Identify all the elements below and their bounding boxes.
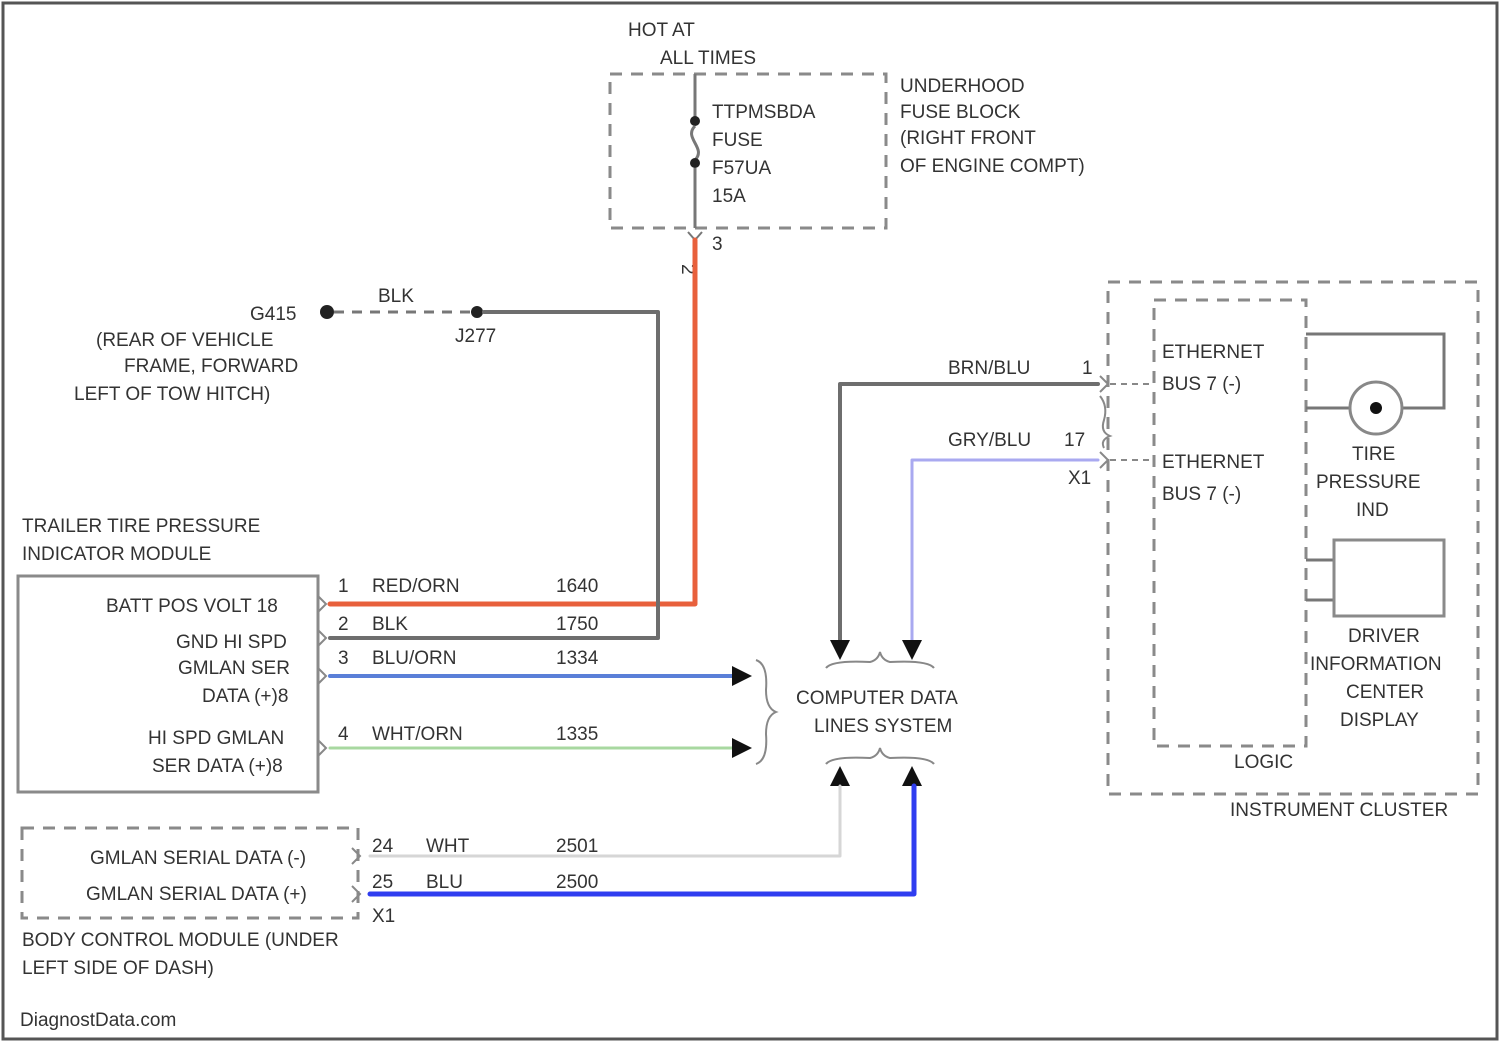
ethernet-2-label-1: ETHERNET bbox=[1162, 452, 1265, 473]
gry-blu-color: GRY/BLU bbox=[948, 430, 1031, 451]
wire-brn-blu bbox=[840, 384, 1098, 640]
brn-blu-color: BRN/BLU bbox=[948, 358, 1030, 379]
data-lines-label-2: LINES SYSTEM bbox=[814, 716, 952, 737]
fuse-block-outline bbox=[610, 74, 886, 228]
fuse-label-3: F57UA bbox=[712, 158, 771, 179]
ground-splice-id: J277 bbox=[455, 326, 496, 347]
dic-label-1: DRIVER bbox=[1348, 626, 1420, 647]
arrow-blu bbox=[902, 766, 922, 786]
ground-splice bbox=[471, 306, 483, 318]
ground-location-1: (REAR OF VEHICLE bbox=[96, 330, 273, 351]
bcm-line-1: GMLAN SERIAL DATA (-) bbox=[90, 848, 306, 869]
bcm-connector: X1 bbox=[372, 906, 395, 927]
circuit-2-color: BLK bbox=[372, 614, 408, 635]
bcm-pin-2: 25 bbox=[372, 872, 393, 893]
data-lines-brace-bottom bbox=[826, 748, 934, 764]
arrow-gry-blu bbox=[902, 640, 922, 660]
fuse-label-2: FUSE bbox=[712, 130, 763, 151]
trailer-pin-label-3: GMLAN SER bbox=[178, 658, 290, 679]
tire-label-2: PRESSURE bbox=[1316, 472, 1421, 493]
data-lines-label-1: COMPUTER DATA bbox=[796, 688, 958, 709]
circuit-3-pin: 3 bbox=[338, 648, 349, 669]
circuit-2-pin: 2 bbox=[338, 614, 349, 635]
dic-label-2: INFORMATION bbox=[1310, 654, 1442, 675]
circuit-4-num: 1335 bbox=[556, 724, 598, 745]
ground-point bbox=[320, 305, 334, 319]
fuse-block-label-2: FUSE BLOCK bbox=[900, 102, 1021, 123]
trailer-pin-label-4: DATA (+)8 bbox=[202, 686, 288, 707]
brn-blu-pin: 1 bbox=[1082, 358, 1093, 379]
trailer-module-title-2: INDICATOR MODULE bbox=[22, 544, 211, 565]
fuse-pin-right: 3 bbox=[712, 234, 723, 255]
tire-indicator-center bbox=[1370, 402, 1382, 414]
bcm-location-2: LEFT SIDE OF DASH) bbox=[22, 958, 214, 979]
fuse-terminal-bottom bbox=[690, 158, 700, 168]
tire-label-3: IND bbox=[1356, 500, 1389, 521]
ground-location-2: FRAME, FORWARD bbox=[124, 356, 298, 377]
circuit-3-num: 1334 bbox=[556, 648, 599, 669]
bcm-wire-num-2: 2500 bbox=[556, 872, 598, 893]
bcm-pin-1: 24 bbox=[372, 836, 394, 857]
bcm-wire-color-2: BLU bbox=[426, 872, 463, 893]
ethernet-1-label-1: ETHERNET bbox=[1162, 342, 1265, 363]
trailer-module-title-1: TRAILER TIRE PRESSURE bbox=[22, 516, 260, 537]
dic-display-box bbox=[1334, 540, 1444, 616]
gry-blu-connector: X1 bbox=[1068, 468, 1091, 489]
fuse-terminal-top bbox=[690, 116, 700, 126]
cluster-logic-outline bbox=[1154, 300, 1306, 746]
watermark: DiagnostData.com bbox=[20, 1010, 176, 1031]
arrow-brn-blu bbox=[830, 640, 850, 660]
gry-blu-pin: 17 bbox=[1064, 430, 1085, 451]
trailer-pin-label-5: HI SPD GMLAN bbox=[148, 728, 284, 749]
circuit-4-color: WHT/ORN bbox=[372, 724, 463, 745]
arrow-blu-orn bbox=[732, 666, 752, 686]
cluster-logic-label: LOGIC bbox=[1234, 752, 1293, 773]
ground-location-3: LEFT OF TOW HITCH) bbox=[74, 384, 270, 405]
fuse-block-label-3: (RIGHT FRONT bbox=[900, 128, 1036, 149]
dic-label-3: CENTER bbox=[1346, 682, 1424, 703]
circuit-2-num: 1750 bbox=[556, 614, 598, 635]
trailer-pin-label-1: BATT POS VOLT 18 bbox=[106, 596, 278, 617]
trailer-pin-label-2: GND HI SPD bbox=[176, 632, 287, 653]
data-lines-brace-left bbox=[756, 660, 776, 764]
dic-wire bbox=[1306, 560, 1334, 600]
ethernet-2-label-2: BUS 7 (-) bbox=[1162, 484, 1241, 505]
fuse-label-1: TTPMSBDA bbox=[712, 102, 816, 123]
bcm-location-1: BODY CONTROL MODULE (UNDER bbox=[22, 930, 339, 951]
dic-label-4: DISPLAY bbox=[1340, 710, 1419, 731]
circuit-1-num: 1640 bbox=[556, 576, 598, 597]
circuit-1-color: RED/ORN bbox=[372, 576, 460, 597]
arrow-wht-orn bbox=[732, 738, 752, 758]
fuse-block-label-4: OF ENGINE COMPT) bbox=[900, 156, 1085, 177]
circuit-3-color: BLU/ORN bbox=[372, 648, 456, 669]
instrument-cluster-title: INSTRUMENT CLUSTER bbox=[1230, 800, 1448, 821]
bcm-line-2: GMLAN SERIAL DATA (+) bbox=[86, 884, 307, 905]
bcm-wire-num-1: 2501 bbox=[556, 836, 598, 857]
ground-id: G415 bbox=[250, 304, 296, 325]
fuse-label-4: 15A bbox=[712, 186, 746, 207]
ground-wire-color: BLK bbox=[378, 286, 414, 307]
hot-at-label: HOT AT bbox=[628, 20, 695, 41]
ethernet-1-label-2: BUS 7 (-) bbox=[1162, 374, 1241, 395]
circuit-4-pin: 4 bbox=[338, 724, 349, 745]
fuse-element bbox=[692, 126, 699, 160]
all-times-label: ALL TIMES bbox=[660, 48, 756, 69]
circuit-1-pin: 1 bbox=[338, 576, 349, 597]
arrow-wht bbox=[830, 766, 850, 786]
trailer-pin-label-6: SER DATA (+)8 bbox=[152, 756, 283, 777]
bcm-wire-color-1: WHT bbox=[426, 836, 470, 857]
fuse-block-label-1: UNDERHOOD bbox=[900, 76, 1025, 97]
tire-label-1: TIRE bbox=[1352, 444, 1395, 465]
